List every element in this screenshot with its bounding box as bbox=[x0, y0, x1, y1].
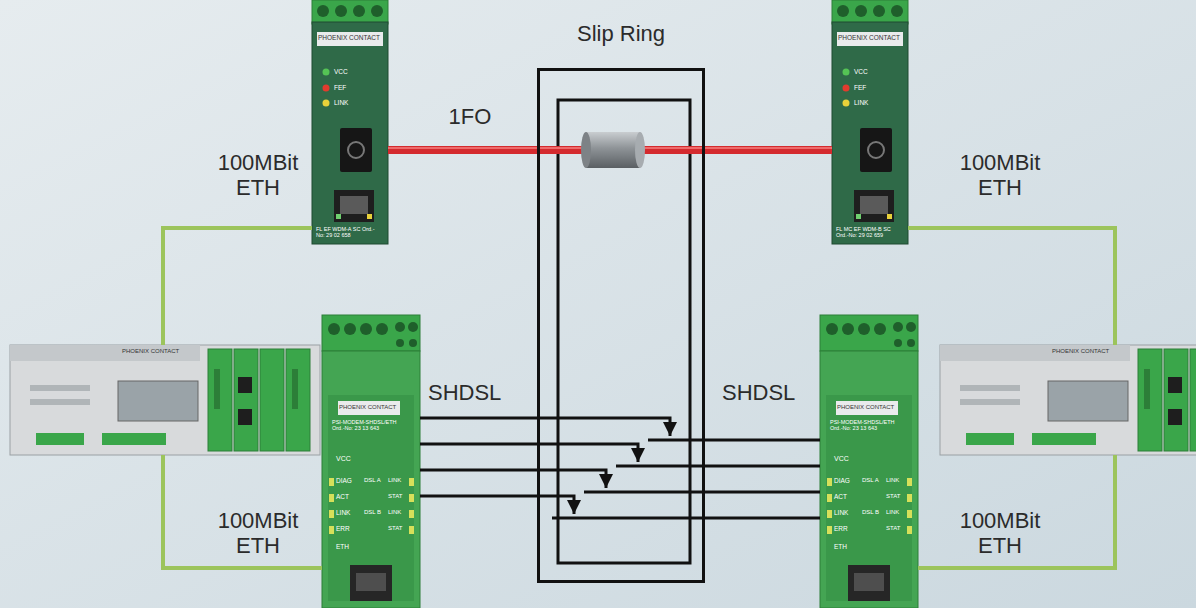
device-text: ERR bbox=[834, 525, 862, 532]
device-text: DIAG bbox=[834, 477, 862, 484]
device-text: PHOENIX CONTACT bbox=[838, 34, 902, 41]
device-text: PHOENIX CONTACT bbox=[837, 404, 897, 411]
device-text: FEF bbox=[334, 84, 384, 91]
device-text: LINK bbox=[388, 477, 408, 484]
device-text: PHOENIX CONTACT bbox=[122, 348, 194, 355]
connector-line bbox=[908, 228, 1115, 345]
plc-controller: PHOENIX CONTACT bbox=[940, 345, 1196, 455]
device-text: ACT bbox=[336, 493, 364, 500]
shdsl-wire bbox=[420, 418, 820, 440]
device-text: VCC bbox=[334, 68, 384, 75]
shdsl-modem: PHOENIX CONTACT PSI-MODEM-SHDSL/ETH Ord.-… bbox=[820, 315, 918, 608]
device-text: VCC bbox=[336, 455, 366, 463]
shdsl-wire bbox=[420, 470, 820, 492]
connector-line bbox=[420, 496, 574, 514]
shdsl-wire bbox=[420, 444, 820, 466]
slip-ring-inner-frame bbox=[558, 100, 690, 563]
joint-end bbox=[581, 132, 591, 168]
signal-label: SHDSL bbox=[722, 380, 795, 405]
device-text: DSL B bbox=[862, 509, 887, 516]
plc-drawing bbox=[940, 345, 1196, 455]
cable-label: 100MBit ETH bbox=[940, 508, 1060, 559]
device-text: VCC bbox=[854, 68, 904, 75]
ethernet-cable bbox=[163, 228, 312, 345]
device-text: LINK bbox=[886, 477, 906, 484]
device-text: FL EF WDM-A SC Ord.-No: 29 02 658 bbox=[316, 226, 378, 239]
device-text: LINK bbox=[334, 99, 384, 106]
connector-line bbox=[584, 491, 820, 494]
device-text: PSI-MODEM-SHDSL/ETH Ord.-No: 23 13 643 bbox=[332, 419, 410, 432]
connector-line bbox=[420, 418, 670, 436]
cable-label: 100MBit ETH bbox=[198, 150, 318, 201]
connector-line bbox=[420, 444, 638, 462]
plc-drawing bbox=[10, 345, 320, 455]
shdsl-modem: PHOENIX CONTACT PSI-MODEM-SHDSL/ETH Ord.-… bbox=[322, 315, 420, 608]
fiber-rotary-joint bbox=[586, 132, 640, 168]
connector-line bbox=[918, 455, 1115, 568]
device-text: VCC bbox=[834, 455, 864, 463]
slip-ring-frame: Slip Ring bbox=[537, 68, 705, 583]
device-text: LINK bbox=[388, 509, 408, 516]
device-text: ETH bbox=[834, 543, 862, 550]
modem-drawing bbox=[820, 315, 918, 608]
media-converter: PHOENIX CONTACT VCC FEF LINK FL EF WDM-A SC … bbox=[312, 0, 388, 244]
cable-label: 1FO bbox=[440, 104, 500, 129]
device-text: LINK bbox=[834, 509, 862, 516]
plc-controller: PHOENIX CONTACT bbox=[10, 345, 320, 455]
connector-line bbox=[648, 439, 820, 442]
device-text: DSL B bbox=[364, 509, 389, 516]
device-text: DIAG bbox=[336, 477, 364, 484]
device-text: PHOENIX CONTACT bbox=[318, 34, 382, 41]
device-text: ACT bbox=[834, 493, 862, 500]
ethernet-cable bbox=[918, 455, 1115, 568]
device-text: DSL A bbox=[364, 477, 389, 484]
device-text: STAT bbox=[388, 493, 408, 500]
frame-heading: Slip Ring bbox=[497, 21, 745, 46]
device-text: STAT bbox=[886, 493, 906, 500]
device-text: ETH bbox=[336, 543, 364, 550]
signal-label: SHDSL bbox=[428, 380, 501, 405]
device-text: FL MC EF WDM-B SC Ord.-No: 29 02 659 bbox=[836, 226, 898, 239]
device-text: PHOENIX CONTACT bbox=[1052, 348, 1124, 355]
device-text: DSL A bbox=[862, 477, 887, 484]
media-converter-drawing bbox=[312, 0, 388, 244]
device-text: PHOENIX CONTACT bbox=[339, 404, 399, 411]
ethernet-cable bbox=[163, 455, 322, 568]
modem-drawing bbox=[322, 315, 420, 608]
media-converter: PHOENIX CONTACT VCC FEF LINK FL MC EF WDM-B … bbox=[832, 0, 908, 244]
device-text: ERR bbox=[336, 525, 364, 532]
device-text: LINK bbox=[854, 99, 904, 106]
device-text: STAT bbox=[388, 525, 408, 532]
connector-line bbox=[552, 517, 820, 520]
shdsl-wire bbox=[420, 496, 820, 518]
connector-line bbox=[163, 228, 312, 345]
ethernet-cable bbox=[908, 228, 1115, 345]
cable-label: 100MBit ETH bbox=[940, 150, 1060, 201]
connector-line bbox=[420, 470, 606, 488]
device-text: STAT bbox=[886, 525, 906, 532]
media-converter-drawing bbox=[832, 0, 908, 244]
connector-line bbox=[616, 465, 820, 468]
device-text: PSI-MODEM-SHDSL/ETH Ord.-No: 23 13 643 bbox=[830, 419, 908, 432]
device-text: FEF bbox=[854, 84, 904, 91]
connector-line bbox=[163, 455, 322, 568]
joint-end bbox=[635, 132, 645, 168]
device-text: LINK bbox=[336, 509, 364, 516]
cable-label: 100MBit ETH bbox=[198, 508, 318, 559]
device-text: LINK bbox=[886, 509, 906, 516]
